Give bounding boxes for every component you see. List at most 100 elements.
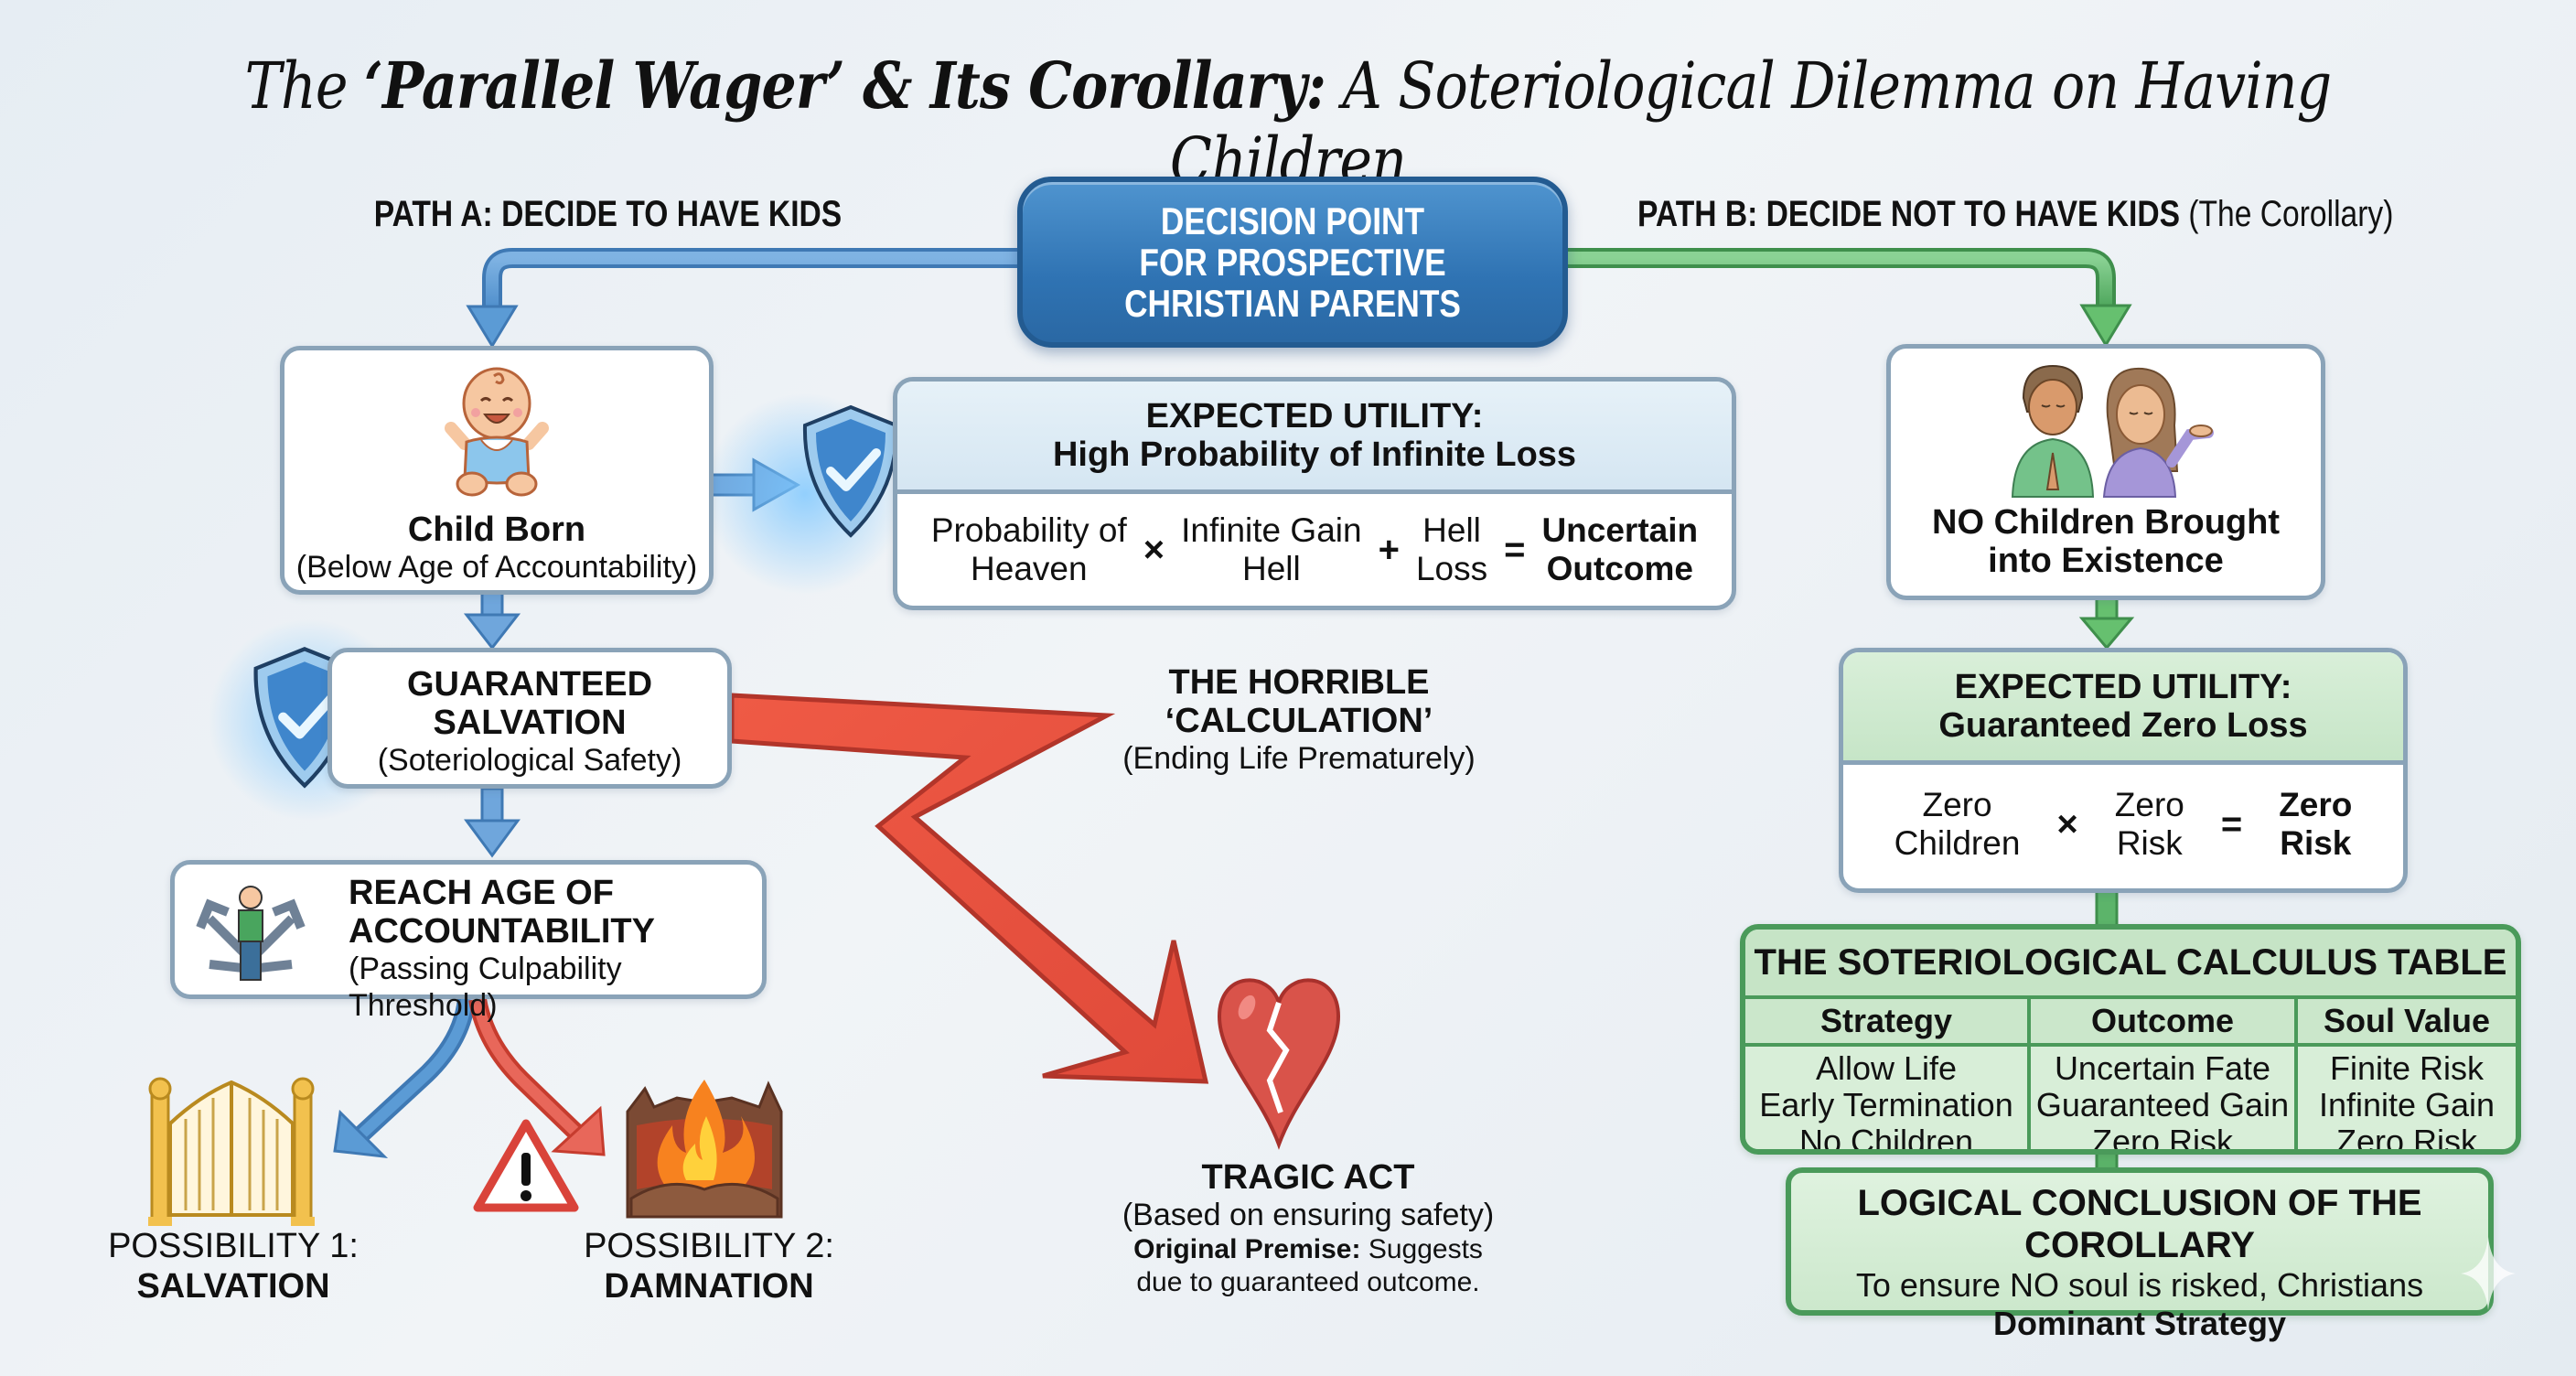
fire-pit-icon [626, 1080, 783, 1219]
table-cell: Uncertain Fate [2054, 1049, 2271, 1087]
calculus-table: THE SOTERIOLOGICAL CALCULUS TABLE Strate… [1740, 924, 2521, 1155]
no-children-line-2: into Existence [1988, 542, 2224, 580]
expected-utility-b-box[interactable]: EXPECTED UTILITY: Guaranteed Zero Loss Z… [1839, 648, 2408, 893]
term-line: Uncertain [1541, 511, 1699, 549]
conclusion-box: LOGICAL CONCLUSION OF THE COROLLARY To e… [1786, 1167, 2494, 1342]
tragic-sub: (Based on ensuring safety) [1122, 1198, 1495, 1232]
horrible-sub: (Ending Life Prematurely) [1122, 741, 1476, 776]
possibility-1-label: POSSIBILITY 1: SALVATION [101, 1226, 366, 1306]
term-line: Risk [2280, 824, 2352, 862]
child-born-box[interactable]: Child Born (Below Age of Accountability) [280, 346, 714, 595]
warning-icon [473, 1119, 579, 1212]
path-a-label-text: PATH A: DECIDE TO HAVE KIDS [373, 194, 843, 234]
accountability-line-1: REACH AGE OF [349, 874, 614, 912]
accountability-box[interactable]: REACH AGE OF ACCOUNTABILITY (Passing Cul… [170, 860, 767, 1023]
operator: × [2056, 804, 2078, 844]
decision-line-3: CHRISTIAN PARENTS [1124, 282, 1461, 325]
operator: = [2220, 804, 2243, 844]
path-a-arrowhead [466, 305, 519, 349]
eu-a-subheading: High Probability of Infinite Loss [1052, 435, 1577, 474]
table-header-strategy: Strategy [1745, 999, 2031, 1047]
term-line: Outcome [1546, 550, 1693, 587]
decision-line-2: FOR PROSPECTIVE [1139, 241, 1446, 284]
accountability-sub: (Passing Culpability Threshold) [349, 951, 622, 1023]
decision-line-1: DECISION POINT [1160, 199, 1425, 242]
term-line: Children [1894, 824, 2021, 862]
horrible-line-2: ‘CALCULATION’ [1165, 702, 1433, 740]
title-bold: ‘Parallel Wager’ & Its Corollary: [363, 48, 1326, 124]
premise-rest: Suggests [1360, 1234, 1483, 1264]
guaranteed-salvation-box[interactable]: GUARANTEED SALVATION (Soteriological Saf… [327, 648, 732, 789]
accountability-line-2: ACCOUNTABILITY [349, 912, 655, 951]
term-line: Infinite Gain [1181, 511, 1362, 549]
table-column-outcome: Uncertain Fate Guaranteed Gain Zero Risk [2031, 1047, 2298, 1149]
decision-point[interactable]: DECISION POINT FOR PROSPECTIVE CHRISTIAN… [1017, 177, 1568, 348]
term-line: Hell [1241, 550, 1301, 587]
salvation-to-accountability-arrowhead [464, 819, 521, 858]
broken-heart-icon [1217, 978, 1341, 1150]
no-children-line-1: NO Children Brought [1932, 503, 2280, 542]
table-cell: Zero Risk [2335, 1123, 2478, 1155]
conclusion-line-2: Dominant Strategy [1992, 1305, 2287, 1342]
horrible-line-1: THE HORRIBLE [1168, 663, 1430, 702]
term-line: Zero [1922, 786, 1992, 823]
operator: + [1378, 530, 1400, 570]
no-children-box[interactable]: NO Children Brought into Existence [1886, 344, 2325, 600]
possibility-2-label: POSSIBILITY 2: DAMNATION [572, 1226, 846, 1306]
table-header-outcome: Outcome [2031, 999, 2298, 1047]
conclusion-line-1: To ensure NO soul is risked, Christians [1855, 1266, 2424, 1304]
child-born-heading: Child Born [407, 511, 586, 549]
premise-bold: Original Premise: [1133, 1234, 1361, 1264]
path-b-arrowhead [2079, 304, 2132, 348]
table-header-soul-value: Soul Value [2298, 999, 2516, 1047]
table-cell: Guaranteed Gain [2035, 1086, 2290, 1123]
tragic-premise: Original Premise: Suggests [1079, 1233, 1537, 1266]
salvation-line-2: SALVATION [433, 704, 627, 742]
term-line: Zero [2279, 786, 2353, 823]
premise-line-2: due to guaranteed outcome. [1136, 1267, 1480, 1297]
possibility-2-line-1: POSSIBILITY 2: [584, 1227, 834, 1265]
praying-couple-icon [2011, 364, 2214, 498]
operator: = [1504, 530, 1526, 570]
path-a-arrow [482, 248, 1017, 311]
crossroads-person-icon [196, 886, 306, 981]
horrible-calculation-arrow [729, 693, 1209, 1084]
term-line: Risk [2116, 824, 2183, 862]
possibility-2-line-2: DAMNATION [604, 1267, 814, 1306]
table-column-strategy: Allow Life Early Termination No Children [1745, 1047, 2031, 1155]
eu-b-heading: EXPECTED UTILITY: [1954, 668, 2292, 706]
expected-utility-b-header: EXPECTED UTILITY: Guaranteed Zero Loss [1843, 652, 2403, 765]
term-line: Heaven [971, 550, 1088, 587]
eu-a-heading: EXPECTED UTILITY: [1145, 397, 1484, 435]
term-line: Loss [1415, 550, 1488, 587]
nochildren-to-eu-arrowhead [2078, 617, 2135, 650]
golden-gate-icon [148, 1077, 315, 1226]
operator: × [1143, 530, 1165, 570]
term-line: Hell [1422, 511, 1481, 549]
eu-b-subheading: Guaranteed Zero Loss [1938, 706, 2308, 745]
child-to-salvation-arrowhead [463, 613, 521, 650]
path-b-label-text: PATH B: DECIDE NOT TO HAVE KIDS [1637, 194, 2181, 234]
child-born-sub: (Below Age of Accountability) [295, 550, 698, 585]
table-column-soul-value: Finite Risk Infinite Gain Zero Risk [2298, 1047, 2516, 1155]
expected-utility-a-box[interactable]: EXPECTED UTILITY: High Probability of In… [893, 377, 1736, 610]
term-line: Zero [2114, 786, 2184, 823]
term-line: Probability of [930, 511, 1127, 549]
title-prefix: The [244, 48, 364, 124]
path-a-label: PATH A: DECIDE TO HAVE KIDS [329, 194, 886, 235]
table-cell: No Children [1798, 1123, 1974, 1155]
shield-check-icon [802, 404, 899, 538]
path-b-arrow [1557, 248, 2116, 306]
page-title: The ‘Parallel Wager’ & Its Corollary: A … [180, 48, 2396, 199]
path-b-label: PATH B: DECIDE NOT TO HAVE KIDS (The Cor… [1637, 194, 2538, 235]
baby-icon [445, 367, 549, 497]
possibility-1-line-1: POSSIBILITY 1: [108, 1227, 359, 1265]
